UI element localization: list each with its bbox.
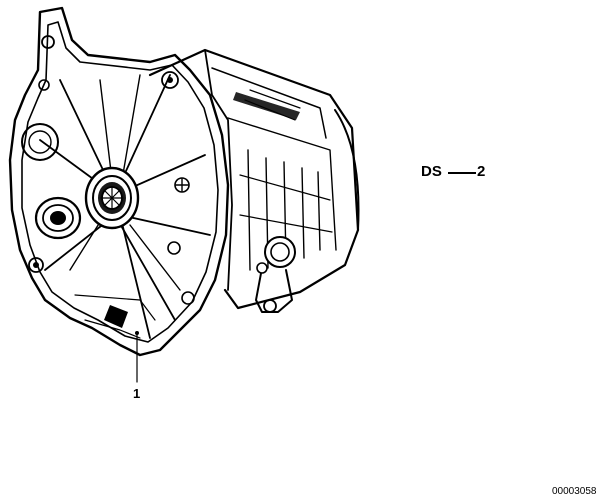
input-shaft-assembly — [84, 166, 140, 230]
gearbox-rear-housing — [148, 48, 360, 310]
bearing-cover — [34, 196, 82, 240]
callout-point-1 — [135, 331, 139, 335]
part-code-number: 2 — [477, 163, 486, 180]
image-id: 00003058 — [552, 486, 597, 497]
callout-label-1: 1 — [133, 386, 141, 401]
part-code-prefix: DS — [421, 163, 442, 180]
selector-lever — [255, 236, 296, 313]
part-code-dash — [448, 172, 476, 174]
